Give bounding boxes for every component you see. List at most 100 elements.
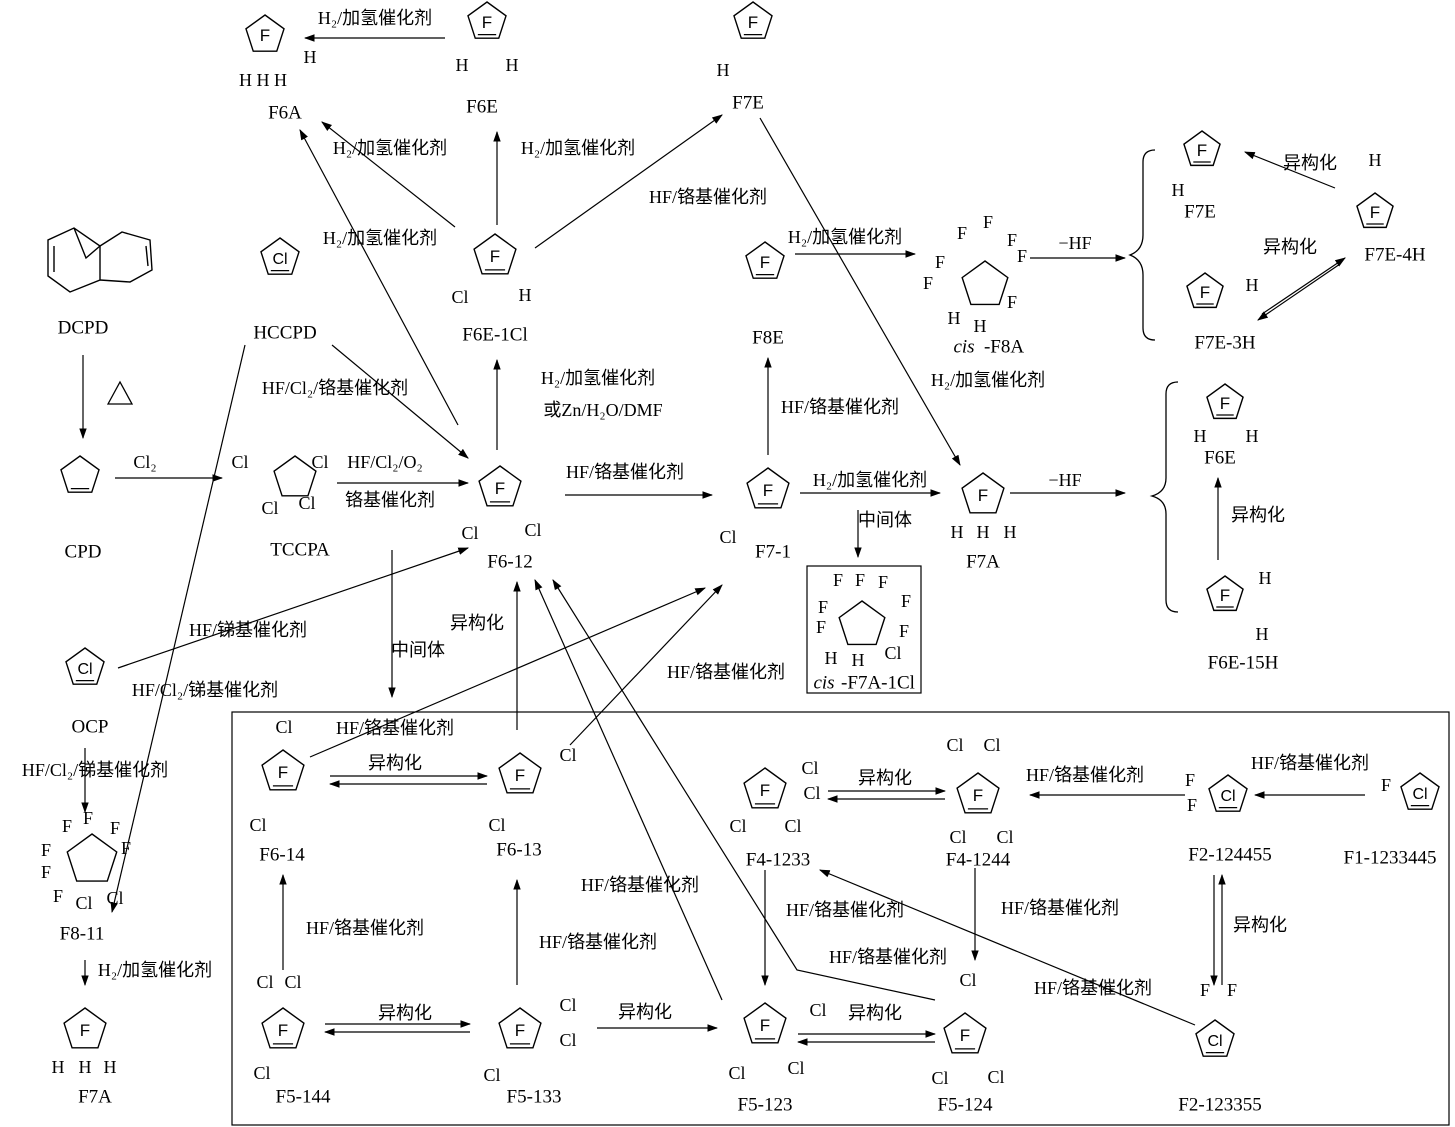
substituent-atom: H: [1003, 522, 1017, 542]
substituent-atom: H: [1193, 426, 1207, 446]
reagent-label: 异构化: [618, 1002, 672, 1022]
pentagon: [746, 467, 790, 509]
reaction-arrows: [79, 34, 1365, 1046]
ring-tccpa: [273, 455, 317, 497]
reagent-label: H₂/加氢催化剂: [317, 8, 433, 28]
reagent-label: HF/铬基催化剂: [538, 932, 658, 952]
ring-f4-1233: F: [743, 767, 787, 809]
reagent-label: HF/铬基催化剂: [1025, 765, 1145, 785]
substituent-atom: Cl: [949, 827, 967, 847]
ring-atom-label: F: [1197, 141, 1207, 160]
ring-atom-label: F: [495, 479, 505, 498]
reagent-label: H₂/加氢催化剂: [930, 370, 1046, 390]
substituent-atom: Cl: [253, 1063, 271, 1083]
substituent-atom: Cl: [106, 888, 124, 908]
pentagon: [1183, 130, 1221, 167]
reagent-label: −HF: [1048, 470, 1082, 490]
compound-name: F7-1: [755, 541, 791, 563]
pentagon: [961, 260, 1009, 306]
substituent-atom: H: [51, 1057, 65, 1077]
ring-cpd: [60, 455, 100, 493]
ring-f8-11: [66, 833, 118, 882]
compound-name: F7E-4H: [1364, 244, 1426, 266]
ring-f7e-top: F: [733, 1, 773, 39]
compound-name: F6-12: [487, 551, 533, 573]
compound-name: F6E: [466, 96, 498, 118]
pentagon: [261, 1007, 305, 1049]
pentagon: [273, 455, 317, 497]
reagent-label: HF/Cl₂/锑基催化剂: [131, 680, 279, 700]
compound-name: OCP: [71, 716, 109, 738]
pentagon: [1186, 272, 1224, 309]
compound-name: CPD: [64, 541, 102, 563]
substituent-atom: Cl: [959, 970, 977, 990]
substituent-atom: F: [40, 862, 52, 882]
substituent-atom: F: [1380, 775, 1392, 795]
compound-name: F7A: [78, 1086, 112, 1108]
ring-atom-label: F: [482, 13, 492, 32]
substituent-atom: F: [1226, 980, 1238, 1000]
compound-name: F8-11: [59, 923, 105, 945]
substituent-atom: H: [973, 316, 987, 336]
ring-ocp: Cl: [65, 647, 105, 685]
reaction-arrow: [321, 121, 456, 228]
reagent-label: H₂/加氢催化剂: [97, 960, 213, 980]
ring-atom-label: F: [1220, 394, 1230, 413]
ring-atom-label: F: [490, 247, 500, 266]
compound-name: F2-123355: [1178, 1094, 1262, 1116]
reaction-arrow: [117, 547, 470, 669]
reagent-label: HF/铬基催化剂: [565, 462, 685, 482]
ring-f6e-15h: F: [1206, 575, 1244, 612]
pentagon: [943, 1012, 987, 1054]
ring-f1-1233445: Cl: [1400, 772, 1440, 810]
substituent-atom: Cl: [524, 520, 542, 540]
substituent-atom: Cl: [488, 815, 506, 835]
substituent-atom: F: [52, 886, 64, 906]
substituent-atom: Cl: [256, 972, 274, 992]
reagent-label: 异构化: [1233, 915, 1287, 935]
reagent-label: −HF: [1058, 233, 1092, 253]
heat-triangle-icon: [106, 380, 134, 405]
dcpd-structure: [47, 227, 153, 293]
reagent-label: HF/Cl₂/铬基催化剂: [261, 378, 409, 398]
substituent-atom: H: [103, 1057, 117, 1077]
substituent-atom: F: [40, 840, 52, 860]
substituent-atom: Cl: [931, 1068, 949, 1088]
substituent-atom: Cl: [884, 643, 902, 663]
substituent-atom: Cl: [946, 735, 964, 755]
compound-name: F7A: [966, 551, 1000, 573]
substituent-atom: F: [61, 816, 73, 836]
reagent-label: 异构化: [1231, 505, 1285, 525]
substituent-atom: Cl: [451, 287, 469, 307]
reagent-label: 异构化: [1283, 153, 1337, 173]
compound-name: F5-133: [506, 1086, 562, 1108]
ring-f5-133: F: [498, 1007, 542, 1049]
reagent-label: H₂/加氢催化剂: [540, 368, 656, 388]
compound-name: F6E: [1204, 447, 1236, 469]
pentagon: [743, 1002, 787, 1044]
substituent-atom: Cl: [784, 816, 802, 836]
reagent-label: HF/铬基催化剂: [666, 662, 786, 682]
pentagon: [65, 647, 105, 685]
ring-atom-label: F: [763, 481, 773, 500]
substituent-atom: Cl: [231, 452, 249, 472]
ring-f7e-4h: F: [1356, 192, 1394, 229]
ring-atom-label: F: [515, 1021, 525, 1040]
cis-f7a-1cl-box: [806, 565, 922, 694]
ring-pfcpd: F: [745, 241, 785, 279]
compound-name: -F7A-1Cl: [841, 672, 915, 694]
reagent-label: HF/Cl₂/O₂: [347, 452, 423, 472]
ring-f7e-3h: F: [1186, 272, 1224, 309]
ring-atom-label: F: [760, 1016, 770, 1035]
ring-atom-label: Cl: [77, 661, 92, 678]
ring-f2-123355: Cl: [1195, 1019, 1235, 1057]
pentagon: [733, 1, 773, 39]
ring-f5-124: F: [943, 1012, 987, 1054]
reagent-label: HF/Cl₂/锑基催化剂: [21, 760, 169, 780]
reaction-arrow: [110, 344, 246, 914]
reagent-label: HF/铬基催化剂: [335, 718, 455, 738]
reagent-label: 异构化: [858, 768, 912, 788]
compound-name: F6A: [268, 102, 302, 124]
substituent-atom: H: [455, 55, 469, 75]
substituent-atom: F: [82, 808, 94, 828]
